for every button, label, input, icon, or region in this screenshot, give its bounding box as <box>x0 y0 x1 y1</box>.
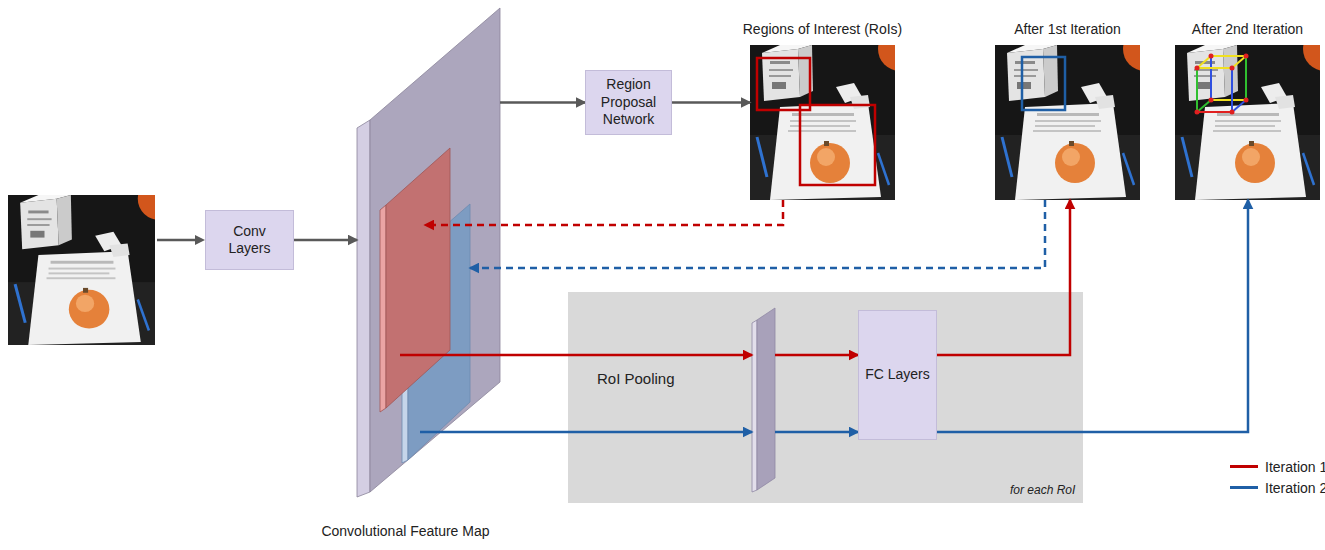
connector <box>400 355 858 356</box>
connector <box>425 200 783 225</box>
image-panel: After 2nd Iteration <box>1175 45 1320 200</box>
process-box: Conv Layers <box>205 210 294 270</box>
image-panel: After 1st Iteration <box>995 45 1140 200</box>
legend-row: Iteration 2 <box>1230 477 1325 498</box>
connector <box>937 200 1248 432</box>
connector-line <box>775 431 858 434</box>
connector-line <box>500 101 585 104</box>
band-label: RoI Pooling <box>597 370 675 388</box>
box-label: FC Layers <box>865 366 930 384</box>
connector <box>937 200 1070 355</box>
connector-line <box>937 200 1070 355</box>
legend-label: Iteration 2 <box>1265 480 1325 496</box>
connector-line <box>400 354 752 357</box>
image-panel: Regions of Interest (RoIs) <box>750 45 895 200</box>
panel-caption: Regions of Interest (RoIs) <box>693 21 953 38</box>
connector <box>672 102 750 103</box>
connector <box>500 102 585 103</box>
connector-line <box>672 101 750 104</box>
box-label: Conv Layers <box>212 223 287 258</box>
legend: Iteration 1 Iteration 2 <box>1230 456 1325 498</box>
connector-line <box>294 239 357 242</box>
legend-swatch <box>1230 465 1258 468</box>
connector <box>294 240 357 241</box>
connector-line <box>425 200 783 225</box>
box-label: Region Proposal Network <box>592 76 665 129</box>
legend-swatch <box>1230 486 1258 489</box>
legend-row: Iteration 1 <box>1230 456 1325 477</box>
process-box: Region Proposal Network <box>585 70 672 135</box>
connector-line <box>420 431 752 434</box>
connector-line <box>937 200 1248 432</box>
panel-caption: After 2nd Iteration <box>1118 21 1325 38</box>
stage-band: RoI Pooling for each RoI FC Layers <box>568 292 1083 503</box>
connector-line <box>775 354 858 357</box>
process-box: FC Layers <box>858 310 937 440</box>
band-note: for each RoI <box>1010 483 1075 497</box>
connector-line <box>470 200 1045 268</box>
legend-label: Iteration 1 <box>1265 459 1325 475</box>
panel-caption: Convolutional Feature Map <box>276 523 536 540</box>
panel-caption: After 1st Iteration <box>938 21 1198 38</box>
feature-map: Convolutional Feature Map <box>357 5 500 495</box>
connector <box>470 200 1045 268</box>
connector <box>420 432 858 433</box>
